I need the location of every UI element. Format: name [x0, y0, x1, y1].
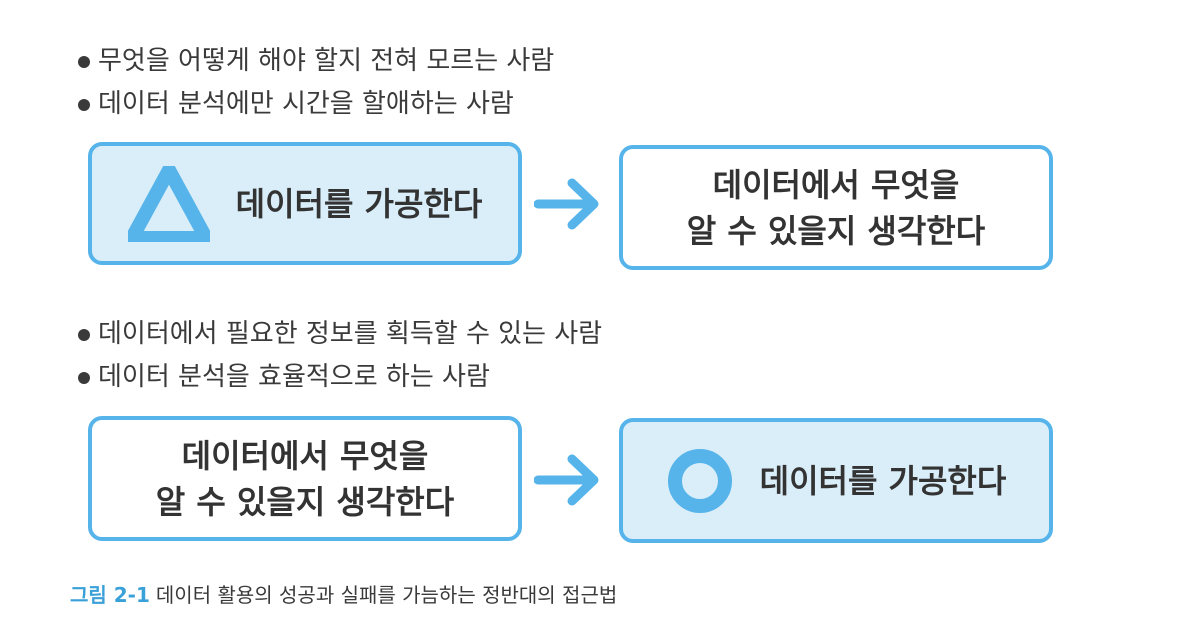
box-label-line2: 알 수 있을지 생각한다: [686, 211, 986, 250]
box-label-line1: 데이터에서 무엇을: [712, 165, 960, 204]
box-label: 데이터를 가공한다: [235, 184, 483, 223]
bullet-item: 데이터에서 필요한 정보를 획득할 수 있는 사람: [78, 313, 602, 356]
think-box-success: 데이터에서 무엇을 알 수 있을지 생각한다: [88, 416, 522, 541]
circle-icon: [667, 448, 732, 513]
figure-label: 그림 2-1: [70, 583, 150, 607]
bullet-item: 데이터 분석에만 시간을 할애하는 사람: [78, 83, 554, 126]
success-bullet-list: 데이터에서 필요한 정보를 획득할 수 있는 사람 데이터 분석을 효율적으로 …: [78, 313, 602, 399]
bullet-text: 데이터 분석을 효율적으로 하는 사람: [98, 362, 490, 392]
process-data-box-failure: 데이터를 가공한다: [88, 142, 522, 265]
failure-bullet-list: 무엇을 어떻게 해야 할지 전혀 모르는 사람 데이터 분석에만 시간을 할애하…: [78, 40, 554, 126]
bullet-item: 무엇을 어떻게 해야 할지 전혀 모르는 사람: [78, 40, 554, 83]
process-data-box-success: 데이터를 가공한다: [619, 418, 1053, 543]
bullet-text: 무엇을 어떻게 해야 할지 전혀 모르는 사람: [98, 46, 555, 76]
box-label-line1: 데이터에서 무엇을: [181, 436, 429, 475]
arrow-right-icon: [534, 178, 599, 230]
bullet-text: 데이터 분석에만 시간을 할애하는 사람: [98, 89, 514, 119]
bullet-text: 데이터에서 필요한 정보를 획득할 수 있는 사람: [98, 319, 603, 349]
bullet-item: 데이터 분석을 효율적으로 하는 사람: [78, 356, 602, 399]
bullet-dot: [78, 55, 90, 68]
triangle-icon: [127, 165, 210, 242]
bullet-dot: [78, 371, 90, 384]
bullet-dot: [78, 98, 90, 111]
box-label-line2: 알 수 있을지 생각한다: [155, 482, 455, 521]
caption-text: 데이터 활용의 성공과 실패를 가늠하는 정반대의 접근법: [155, 583, 618, 607]
box-label: 데이터를 가공한다: [759, 461, 1007, 500]
arrow-right-icon: [534, 454, 599, 506]
bullet-dot: [78, 328, 90, 341]
think-box-failure: 데이터에서 무엇을 알 수 있을지 생각한다: [619, 145, 1053, 270]
